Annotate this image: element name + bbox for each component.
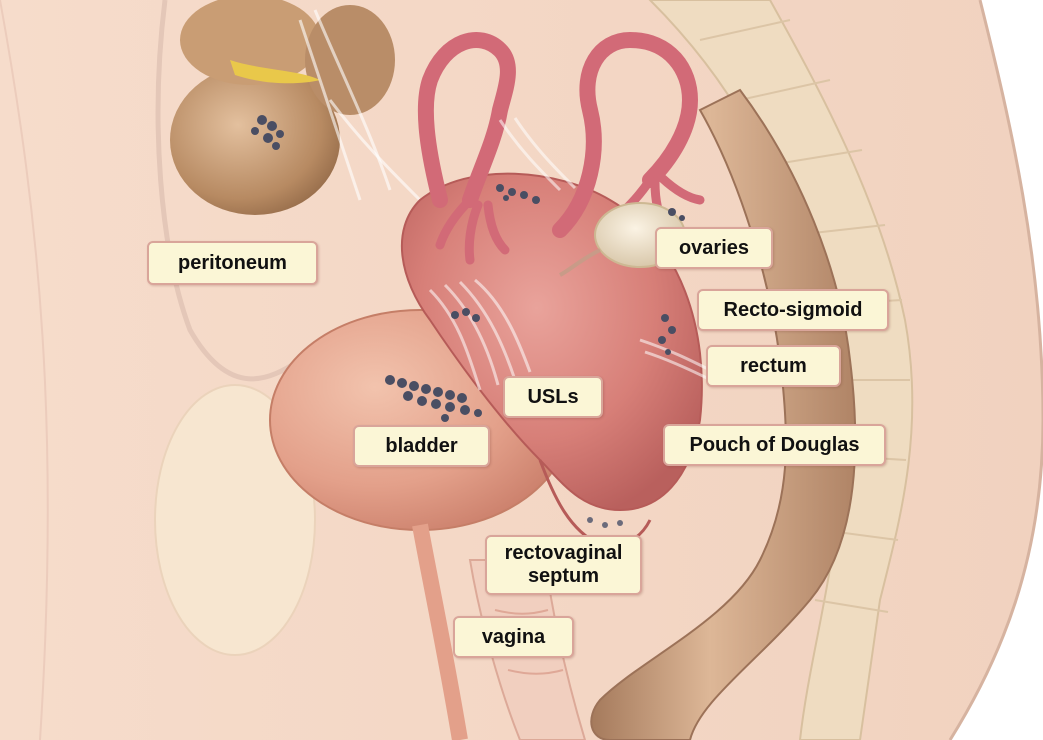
label-pouch-of-douglas: Pouch of Douglas [663,424,886,466]
label-rectovaginal-septum: rectovaginal septum [485,535,642,595]
label-rectovaginal-line1: rectovaginal [505,542,623,565]
label-usls: USLs [503,376,603,418]
label-vagina: vagina [453,616,574,658]
label-recto-sigmoid: Recto-sigmoid [697,289,889,331]
label-peritoneum: peritoneum [147,241,318,285]
label-rectum: rectum [706,345,841,387]
label-bladder: bladder [353,425,490,467]
label-ovaries: ovaries [655,227,773,269]
label-rectovaginal-line2: septum [528,565,599,588]
